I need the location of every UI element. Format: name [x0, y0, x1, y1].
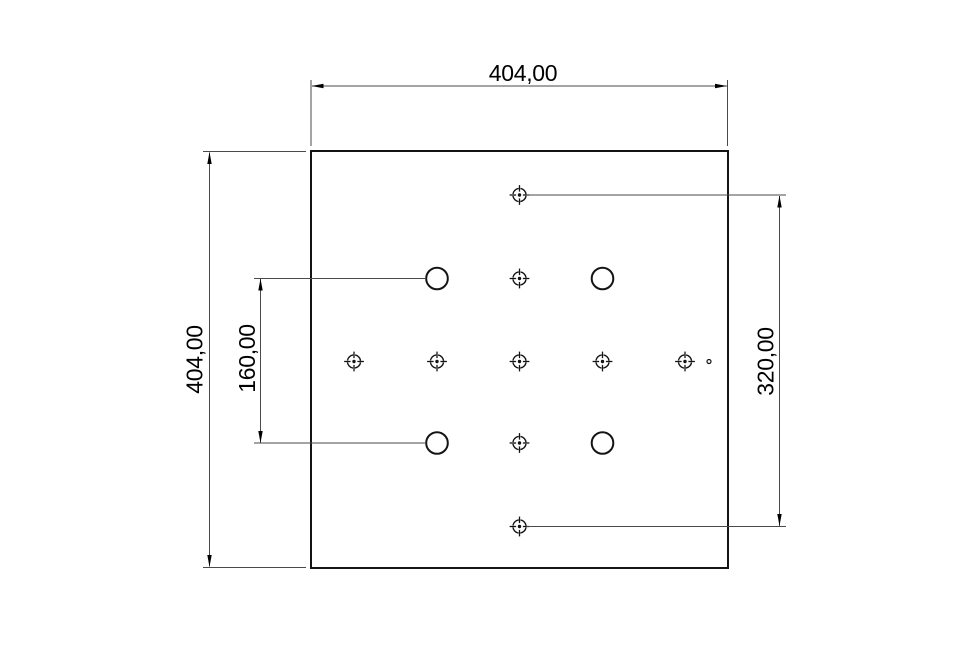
arrowhead-left [311, 83, 324, 89]
hole-plain [425, 266, 449, 291]
dimension-text-hole-spacing-160: 160,00 [234, 324, 260, 393]
hole-center-marked [509, 185, 530, 205]
hole-center-marked [509, 351, 530, 372]
arrowhead-right [715, 83, 727, 89]
dimension-overall-width: 404,00 [310, 60, 728, 146]
dimension-overall-height: 404,00 [182, 151, 306, 568]
hole-center-marked [427, 351, 447, 372]
arrowhead-top [258, 278, 263, 291]
hole-center-marked [592, 351, 613, 372]
dimension-hole-spacing-160: 160,00 [234, 278, 426, 444]
arrowhead-top [777, 195, 782, 208]
hole-center-marked [344, 351, 364, 372]
hole-plain [590, 431, 615, 455]
arrowhead-top [207, 152, 212, 164]
arrowhead-bottom [777, 514, 782, 526]
hole-plain [425, 431, 449, 455]
arrowhead-bottom [207, 555, 212, 567]
hole-center-marked [509, 516, 530, 537]
dimension-text-overall-width: 404,00 [489, 60, 558, 86]
dimension-text-overall-height: 404,00 [182, 325, 208, 394]
dimension-text-hole-spacing-320: 320,00 [753, 327, 779, 396]
hole-center-marked [675, 351, 695, 372]
hole-center-marked [509, 433, 530, 453]
plate-outline [310, 150, 729, 569]
holes-layer [344, 185, 712, 537]
dimension-hole-spacing-320: 320,00 [526, 194, 786, 527]
hole-plain [590, 266, 615, 291]
arrowhead-bottom [258, 431, 263, 443]
hole-pin [706, 358, 712, 365]
hole-center-marked [509, 268, 530, 289]
